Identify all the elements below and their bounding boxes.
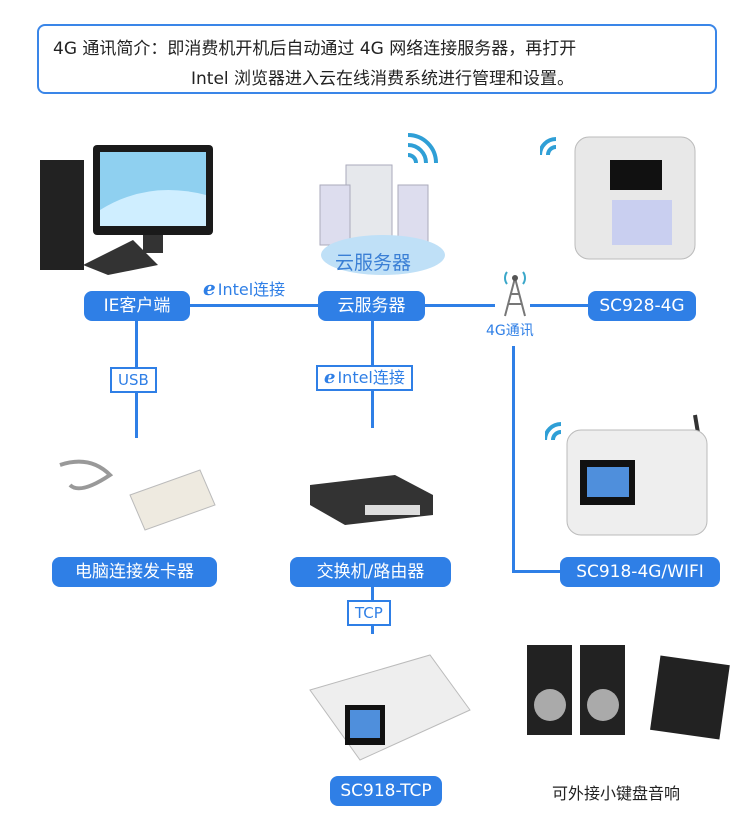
intro-line-1: 4G 通讯简介：即消费机开机后自动通过 4G 网络连接服务器，再打开 xyxy=(53,39,577,59)
connector-tower-sc928 xyxy=(530,304,600,307)
usb-link: USB xyxy=(110,367,157,393)
4g-link: 4G通讯 xyxy=(486,323,534,339)
sc918-wifi-illustration xyxy=(545,414,708,536)
peripherals-caption: 可外接小键盘音响 xyxy=(552,784,681,803)
node-sc918-wifi: SC918-4G/WIFI xyxy=(560,557,720,587)
node-switch-router: 交换机/路由器 xyxy=(290,557,451,587)
sc918-tcp-illustration xyxy=(309,654,471,761)
node-sc918-tcp: SC918-TCP xyxy=(330,776,442,806)
connector-client-server xyxy=(135,304,495,307)
pc-illustration xyxy=(40,145,213,275)
tcp-link: TCP xyxy=(347,600,391,626)
switch-illustration xyxy=(310,475,433,525)
intel-link-top-label: Intel连接 xyxy=(217,280,286,299)
connector-tower-sc918 xyxy=(512,570,572,573)
ie-icon: e xyxy=(324,367,336,388)
speaker-keypad-illustration xyxy=(527,645,730,740)
node-sc928-4g: SC928-4G xyxy=(588,291,696,321)
intro-line-2: Intel 浏览器进入云在线消费系统进行管理和设置。 xyxy=(191,69,575,89)
intel-link-mid-label: Intel连接 xyxy=(337,368,405,387)
intro-box: 4G 通讯简介：即消费机开机后自动通过 4G 网络连接服务器，再打开 Intel… xyxy=(37,24,717,94)
cloud-server-illustration xyxy=(319,133,445,275)
cell-tower-icon xyxy=(504,271,526,317)
node-cloud-server: 云服务器 xyxy=(318,291,425,321)
cloud-caption: 云服务器 xyxy=(335,252,412,274)
ie-icon: e xyxy=(203,276,216,300)
sc928-illustration xyxy=(540,136,696,260)
card-issuer-illustration xyxy=(59,459,216,531)
connector-tower-down xyxy=(512,346,515,572)
node-card-issuer: 电脑连接发卡器 xyxy=(52,557,217,587)
node-ie-client: IE客户端 xyxy=(84,291,190,321)
